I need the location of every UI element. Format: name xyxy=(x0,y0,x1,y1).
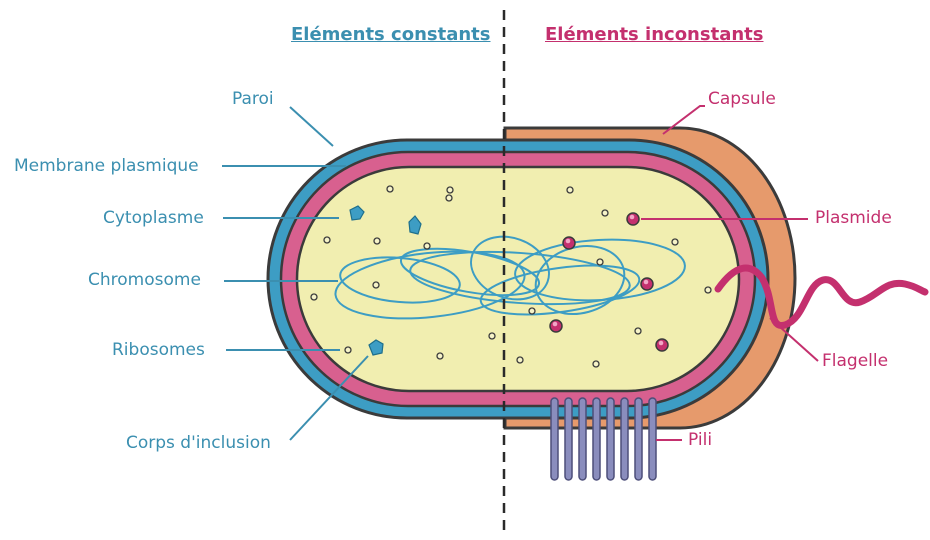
label-paroi: Paroi xyxy=(232,89,274,109)
label-capsule: Capsule xyxy=(708,89,776,109)
label-pili: Pili xyxy=(688,430,712,450)
label-membrane: Membrane plasmique xyxy=(14,156,199,176)
label-cytoplasme: Cytoplasme xyxy=(103,208,204,228)
label-plasmide: Plasmide xyxy=(815,208,892,228)
header-constant: Eléments constants xyxy=(291,24,491,45)
label-chromosome: Chromosome xyxy=(88,270,201,290)
header-inconstant: Eléments inconstants xyxy=(545,24,763,45)
label-flagelle: Flagelle xyxy=(822,351,888,371)
label-ribosomes: Ribosomes xyxy=(112,340,205,360)
label-corps-inclusion: Corps d'inclusion xyxy=(126,433,271,453)
